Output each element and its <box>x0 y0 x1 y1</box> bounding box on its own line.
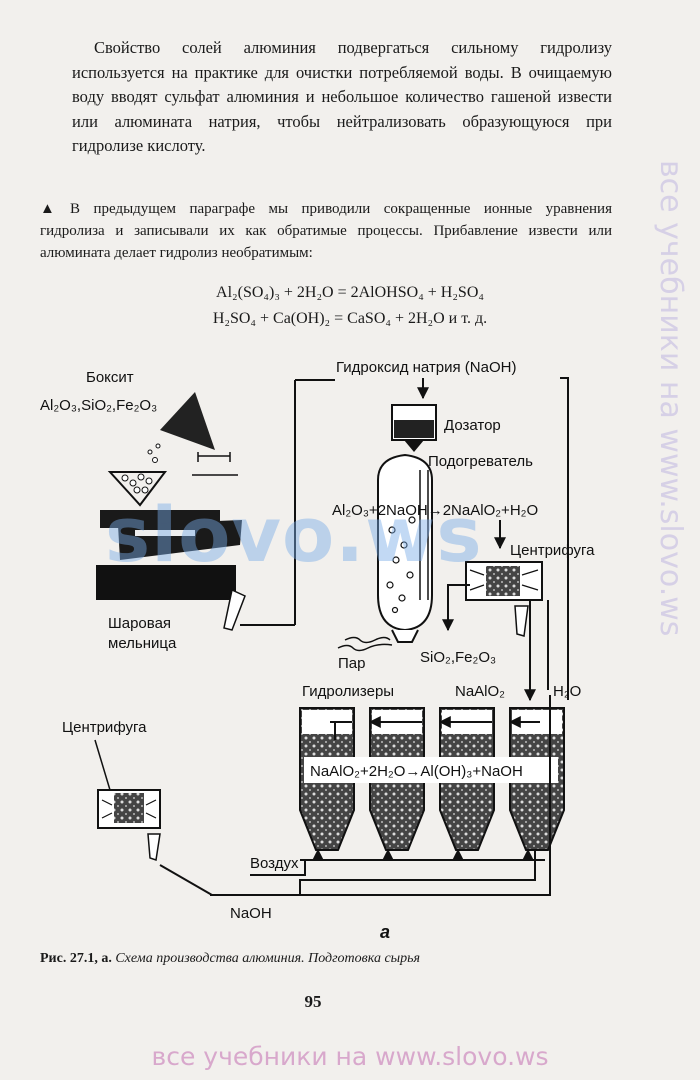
ball-mill-label-1: Шаровая <box>108 615 171 632</box>
caption-prefix: Рис. 27.1, а. <box>40 951 112 966</box>
naoh-input-label: Гидроксид натрия (NaOH) <box>336 359 516 376</box>
bauxite-label: Боксит <box>86 369 134 386</box>
paragraph-1: Свойство солей алюминия подвергаться сил… <box>72 38 612 156</box>
watermark-side: все учебники на www.slovo.ws <box>653 160 688 637</box>
paragraph-2: ▲В предыдущем параграфе мы приводили сок… <box>40 198 612 264</box>
water-label: H₂O <box>553 683 581 700</box>
caption-text: Схема производства алюминия. Подготовка … <box>115 951 421 966</box>
bauxite-formula: Al₂O₃,SiO₂,Fe₂O₃ <box>40 397 157 414</box>
panel-letter: а <box>380 922 390 942</box>
dispenser-icon <box>391 404 437 452</box>
reaction-1: Al₂O₃+2NaOH→2NaAlO₂+H₂O <box>332 502 538 519</box>
centrifuge-top-icon <box>465 561 543 637</box>
watermark-bottom: все учебники на www.slovo.ws <box>151 1042 549 1071</box>
figure-caption: Рис. 27.1, а. Схема производства алюмини… <box>40 951 420 967</box>
steam-label: Пар <box>338 655 365 672</box>
ball-mill-label-2: мельница <box>108 635 177 652</box>
hydrolyzers-label: Гидролизеры <box>302 683 394 700</box>
triangle-marker-icon: ▲ <box>40 201 55 217</box>
centrifuge-left-label: Центрифуга <box>62 719 147 736</box>
heater-label: Подогреватель <box>428 453 533 470</box>
production-diagram: Боксит Al₂O₃,SiO₂,Fe₂O₃ Шаровая мельница… <box>40 359 595 942</box>
residue-label: SiO₂,Fe₂O₃ <box>420 649 496 666</box>
naalo2-label: NaAlO₂ <box>455 683 505 700</box>
watermark-center: slovo.ws <box>105 490 483 579</box>
heater-vessel-icon <box>377 453 433 643</box>
ball-mill-icon <box>96 392 246 631</box>
equation-2: H₂SO₄ + Ca(OH)₂ = CaSO₄ + 2H₂O и т. д. <box>212 310 488 327</box>
reaction-2: NaAlO₂+2H₂O→Al(OH)₃+NaOH <box>310 763 523 780</box>
dispenser-label: Дозатор <box>444 417 501 434</box>
page-number: 95 <box>304 992 322 1011</box>
paragraph-2-text: В предыдущем параграфе мы приводили сокр… <box>40 201 612 261</box>
air-label: Воздух <box>250 855 299 872</box>
centrifuge-left-icon <box>97 789 161 861</box>
naoh-return-label: NaOH <box>230 905 272 922</box>
centrifuge-top-label: Центрифуга <box>510 542 595 559</box>
equation-1: Al₂(SO₄)₃ + 2H₂O = 2AlOHSO₄ + H₂SO₄ <box>216 284 484 301</box>
